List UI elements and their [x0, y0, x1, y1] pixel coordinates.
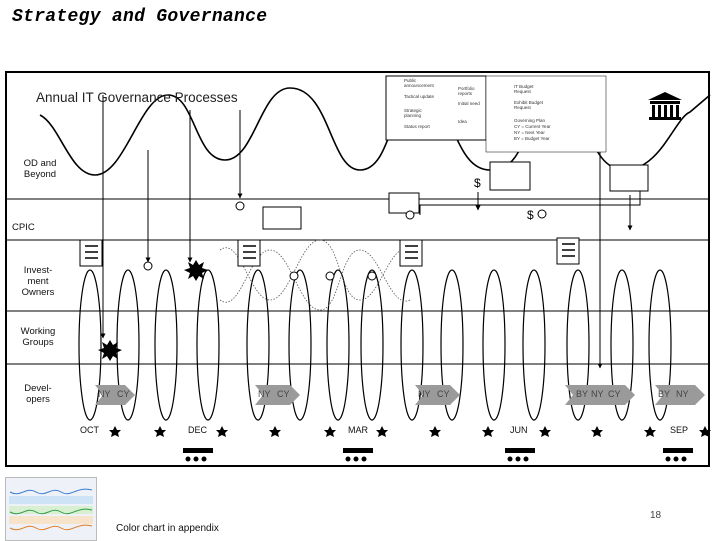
- legend-item: Initial need: [458, 101, 486, 106]
- month-label-sep: SEP: [670, 425, 688, 435]
- legend-note: NY = Next Year: [514, 130, 574, 135]
- legend-note: BY = Budget Year: [514, 136, 574, 141]
- fiscal-label: CY: [437, 389, 450, 399]
- legend-item: Idea: [458, 119, 486, 124]
- fiscal-label: NY: [676, 389, 689, 399]
- legend-item: Portfolio reports: [458, 86, 486, 96]
- loop: [197, 270, 219, 420]
- legend-item: Status report: [404, 124, 440, 129]
- page-number: 18: [650, 510, 661, 521]
- legend-note: Governing Plan: [514, 118, 574, 123]
- month-label-mar: MAR: [348, 425, 368, 435]
- lane-label-cpic: CPIC: [12, 222, 64, 233]
- month-label-jun: JUN: [510, 425, 528, 435]
- fiscal-label: BY: [658, 389, 670, 399]
- loop: [327, 270, 349, 420]
- legend-item: Public announcement: [404, 78, 440, 88]
- fiscal-label: CY: [277, 389, 290, 399]
- meeting-group-icons: [183, 448, 693, 462]
- lane-separators: [7, 199, 708, 364]
- fiscal-label: NY: [591, 389, 604, 399]
- loop: [483, 270, 505, 420]
- legend-note: CY = Current Year: [514, 124, 574, 129]
- diagram-title: Annual IT Governance Processes: [36, 90, 238, 105]
- checklist-icons: [80, 238, 579, 266]
- fiscal-label: NY: [418, 389, 431, 399]
- fiscal-label: CY: [608, 389, 621, 399]
- idea-lightbulb-icons: [144, 202, 546, 280]
- month-label-dec: DEC: [188, 425, 207, 435]
- legend-item: Exhibit Budget Request: [514, 100, 548, 110]
- money-symbol: $: [527, 208, 534, 222]
- lane-label-working-groups: Working Groups: [16, 326, 60, 348]
- footnote: Color chart in appendix: [116, 523, 219, 534]
- building-icon: [648, 92, 682, 120]
- fiscal-label: BY: [576, 389, 588, 399]
- lane-label-investment-owners: Invest-ment Owners: [18, 265, 58, 298]
- legend-item: Strategic planning: [404, 108, 440, 118]
- legend-item: Tactical update: [404, 94, 440, 99]
- month-label-oct: OCT: [80, 425, 99, 435]
- fiscal-label: NY: [98, 389, 111, 399]
- lane-label-developers: Devel-opers: [18, 383, 58, 405]
- scroll-documents: [263, 162, 648, 229]
- fiscal-label: CY: [117, 389, 130, 399]
- appendix-thumbnail[interactable]: [5, 477, 97, 541]
- lane-label-od: OD and Beyond: [14, 158, 66, 180]
- loop: [523, 270, 545, 420]
- thumbnail-chart: [6, 478, 96, 540]
- legend-item: IT Budget Request: [514, 84, 548, 94]
- loop: [155, 270, 177, 420]
- fiscal-label: NY: [258, 389, 271, 399]
- money-symbol: $: [474, 176, 481, 190]
